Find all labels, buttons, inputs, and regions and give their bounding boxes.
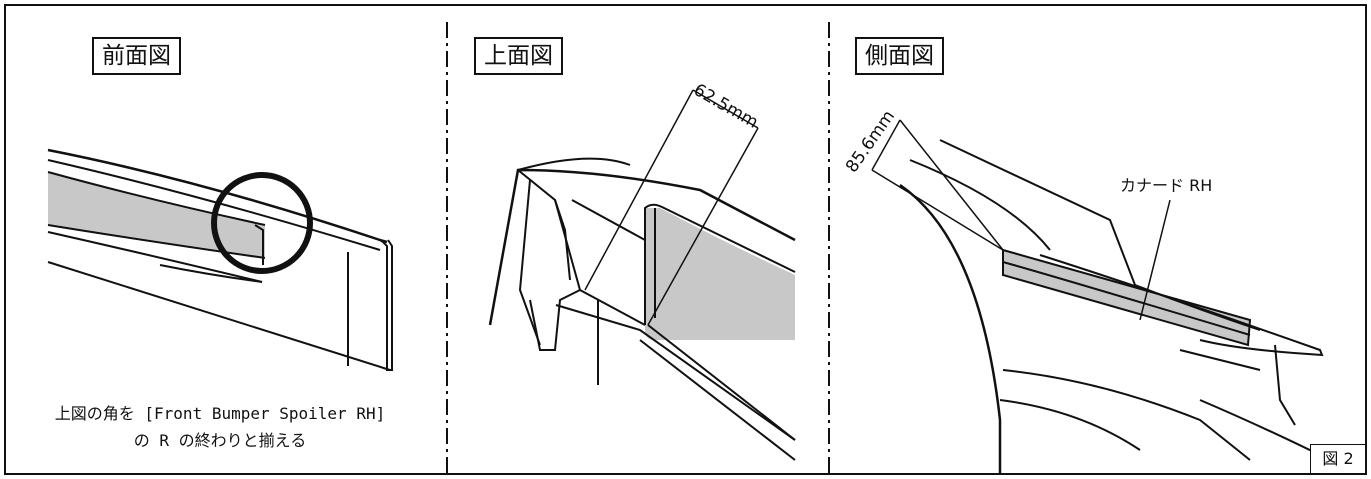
front-view-drawing <box>47 148 393 371</box>
canard-label: カナード RH <box>1120 176 1213 195</box>
side-view-drawing <box>871 119 1331 474</box>
note-line-2: の R の終わりと揃える <box>133 431 307 450</box>
side-view-label: 側面図 <box>855 37 944 75</box>
note-line-1: 上図の角を [Front Bumper Spoiler RH] <box>54 404 386 423</box>
figure-number: 図 2 <box>1310 444 1366 474</box>
top-view-label: 上面図 <box>474 37 563 75</box>
top-view-drawing <box>488 89 796 461</box>
front-view-label: 前面図 <box>92 37 181 75</box>
